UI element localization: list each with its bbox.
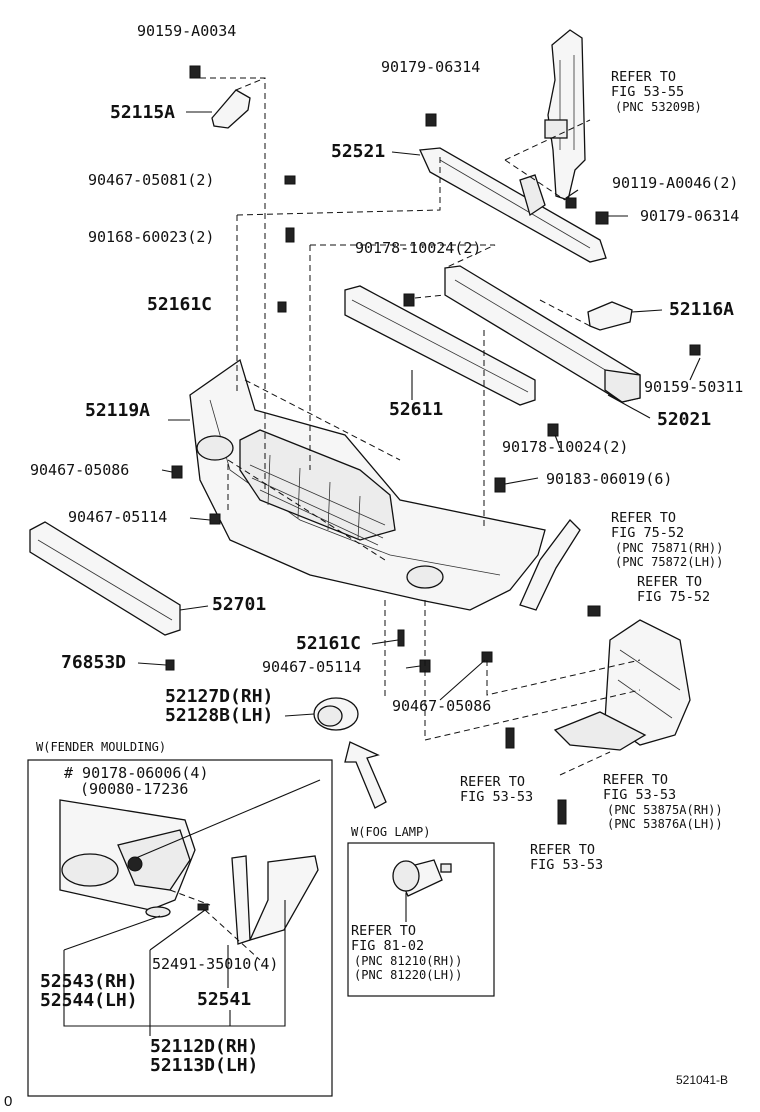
part-52119a: 52119A (85, 400, 151, 421)
ref-fig53-55-line1: REFER TO (611, 69, 677, 85)
part-90179-06314-a: 90179-06314 (381, 58, 481, 76)
ref-fig75-52b-line2: FIG 75-52 (637, 589, 711, 605)
ref-fig53-55-line2: FIG 53-55 (611, 84, 685, 100)
inset-title-fog-lamp: W(FOG LAMP) (351, 825, 431, 839)
ref-fig81-02-line2: FIG 81-02 (351, 938, 425, 954)
part-52021: 52021 (657, 409, 712, 430)
part-90467-05114-left: 90467-05114 (68, 508, 168, 526)
part-52112d: 52112D(RH) (150, 1036, 259, 1057)
ref-fig53-53a-line1: REFER TO (460, 774, 526, 790)
corner-mark: 0 (4, 1093, 13, 1110)
part-52543: 52543(RH) (40, 971, 138, 992)
support-bracket-53209b (544, 29, 586, 201)
ref-fig81-02-pnc2: (PNC 81220(LH)) (354, 968, 463, 982)
ref-fig75-52a-line2: FIG 75-52 (611, 525, 685, 541)
part-52161c-bottom: 52161C (296, 633, 362, 654)
part-52521: 52521 (331, 141, 386, 162)
undercover-52701 (29, 521, 181, 636)
fender-flare (519, 519, 581, 611)
part-52161c-top: 52161C (147, 294, 213, 315)
part-90179-06314-b: 90179-06314 (640, 207, 740, 225)
ref-fig53-53a-line2: FIG 53-53 (460, 789, 534, 805)
part-90159-50311: 90159-50311 (644, 378, 744, 396)
part-52491-35010: 52491-35010(4) (152, 955, 279, 973)
part-52128b: 52128B(LH) (165, 705, 274, 726)
part-90178-06006: # 90178-06006(4) (64, 764, 209, 782)
part-90178-10024-b: 90178-10024(2) (502, 438, 629, 456)
ref-fig53-53b-line2: FIG 53-53 (603, 787, 677, 803)
part-52544: 52544(LH) (40, 990, 138, 1011)
absorber-52611 (344, 285, 536, 406)
part-90168-60023: 90168-60023(2) (88, 228, 215, 246)
inset-fog-lamp (347, 842, 495, 997)
direction-arrow (344, 741, 387, 809)
part-52541: 52541 (197, 989, 252, 1010)
fasteners (165, 65, 609, 825)
part-76853d: 76853D (61, 652, 127, 673)
ref-fig81-02-line1: REFER TO (351, 923, 417, 939)
part-90080-17236: (90080-17236 (80, 780, 189, 798)
diagram-id: 521041-B (676, 1073, 729, 1087)
part-52116a: 52116A (669, 299, 735, 320)
leader-lines (137, 77, 701, 776)
inset-title-fender-moulding: W(FENDER MOULDING) (36, 740, 167, 754)
part-90119-a0046: 90119-A0046(2) (612, 174, 739, 192)
ref-fig53-53b-pnc2: (PNC 53876A(LH)) (607, 817, 723, 831)
part-52611: 52611 (389, 399, 444, 420)
part-90159-a0034: 90159-A0034 (137, 22, 237, 40)
inset-fender-moulding (27, 759, 333, 1097)
part-52113d: 52113D(LH) (150, 1055, 259, 1076)
part-90183-06019: 90183-06019(6) (546, 470, 673, 488)
ref-fig75-52b-line1: REFER TO (637, 574, 703, 590)
part-52127d: 52127D(RH) (165, 686, 274, 707)
ref-fig75-52a-pnc2: (PNC 75872(LH)) (615, 555, 724, 569)
part-90467-05086-right: 90467-05086 (392, 697, 492, 715)
ref-fig75-52a-pnc1: (PNC 75871(RH)) (615, 541, 724, 555)
ref-fig53-53b-line1: REFER TO (603, 772, 669, 788)
part-90178-10024-a: 90178-10024(2) (355, 239, 482, 257)
part-90467-05114-right: 90467-05114 (262, 658, 362, 676)
ref-fig81-02-pnc1: (PNC 81210(RH)) (354, 954, 463, 968)
fender-liner (553, 619, 691, 751)
ref-fig53-53c-line2: FIG 53-53 (530, 857, 604, 873)
fog-lamp-bezel (313, 697, 359, 731)
bumper-cover-52119a (189, 358, 546, 611)
reinforcement-52021 (444, 265, 641, 403)
part-90467-05086-left: 90467-05086 (30, 461, 130, 479)
bracket-52116a (587, 301, 701, 356)
bracket-52115a (211, 89, 251, 129)
ref-fig53-53c-line1: REFER TO (530, 842, 596, 858)
ref-fig75-52a-line1: REFER TO (611, 510, 677, 526)
grille-mesh (249, 454, 386, 546)
part-52701: 52701 (212, 594, 267, 615)
reinforcement-52521 (419, 147, 607, 263)
ref-fig53-53b-pnc1: (PNC 53875A(RH)) (607, 803, 723, 817)
part-90467-05081: 90467-05081(2) (88, 171, 215, 189)
part-52115a: 52115A (110, 102, 176, 123)
ref-fig53-55-pnc: (PNC 53209B) (615, 100, 702, 114)
